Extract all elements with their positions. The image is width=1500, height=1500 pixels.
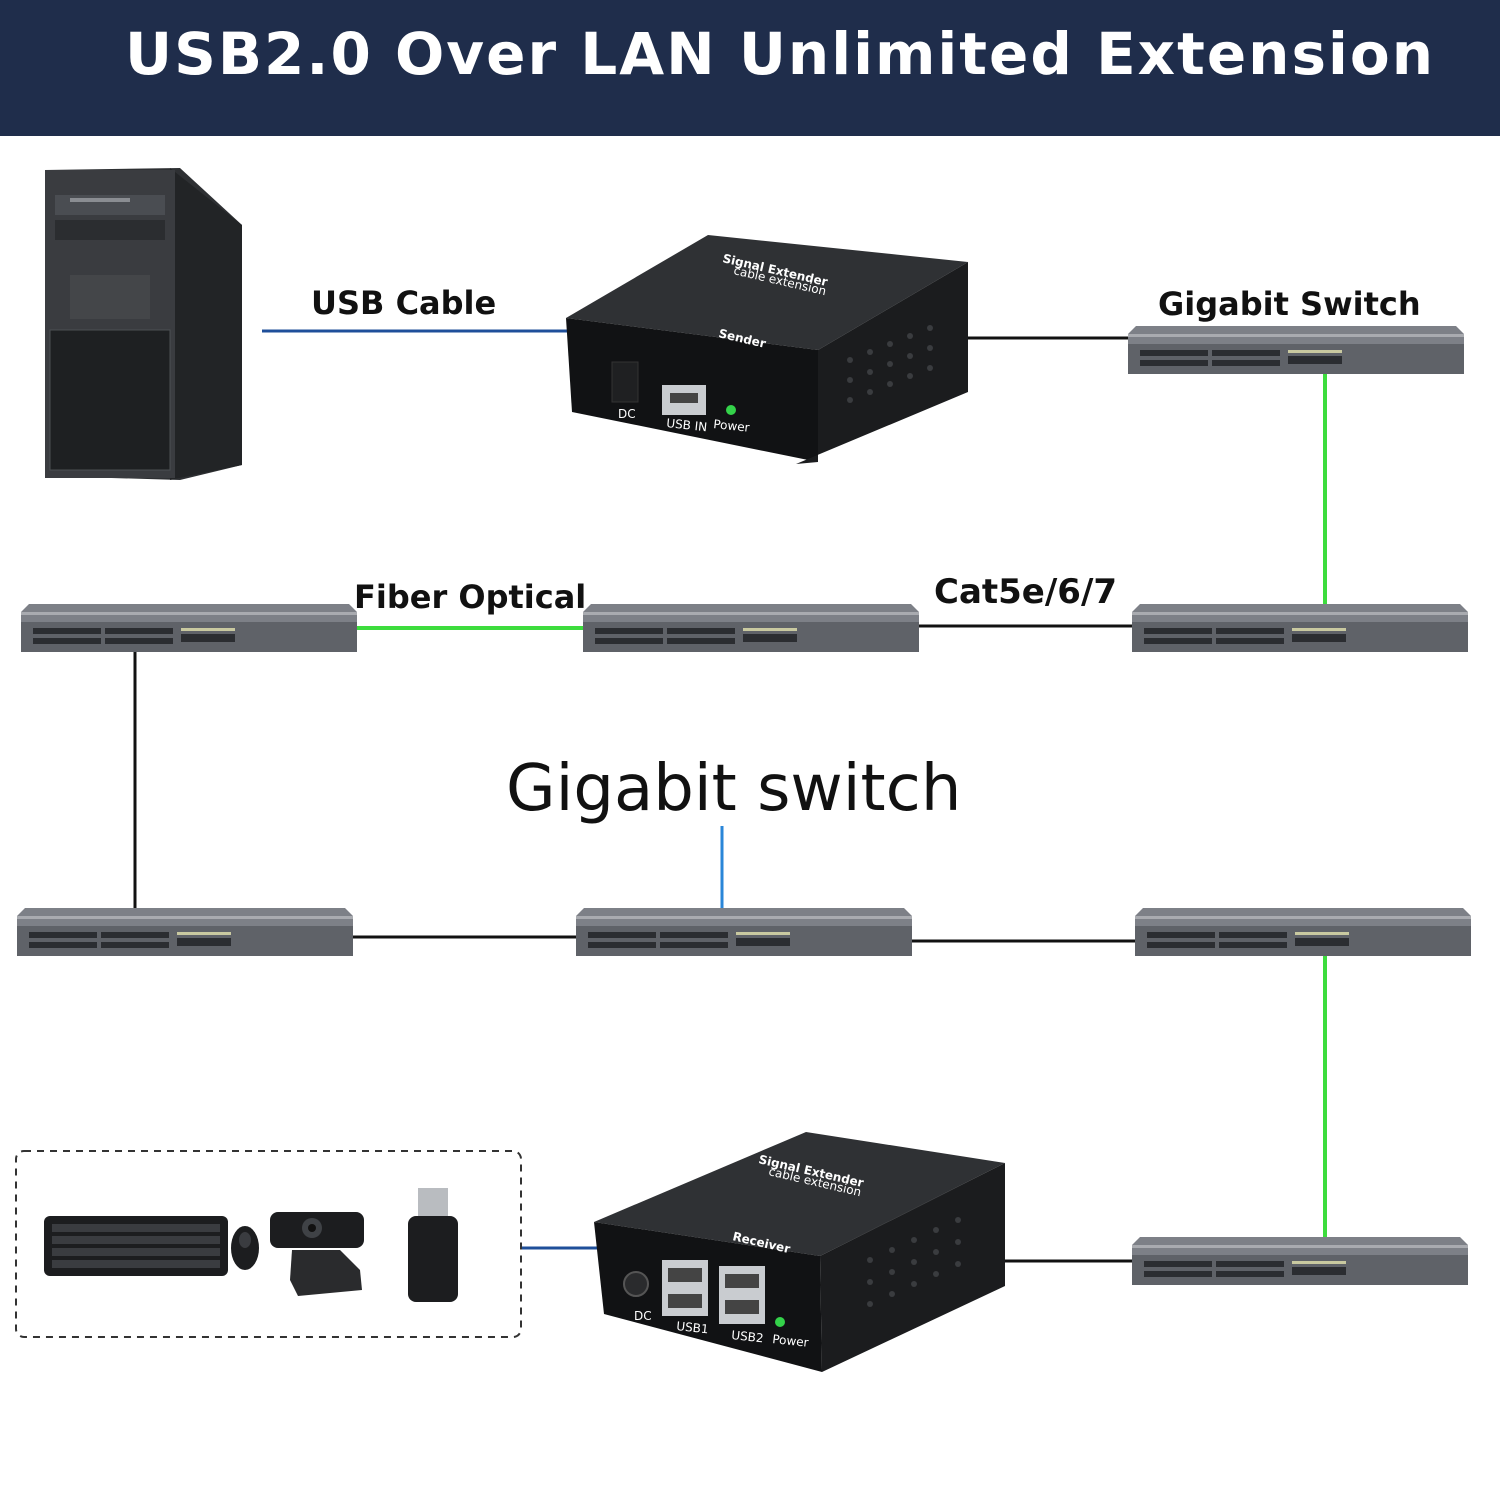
title-banner: USB2.0 Over LAN Unlimited Extension	[0, 0, 1500, 136]
switch-row2-left	[21, 604, 357, 652]
mouse-icon	[231, 1226, 259, 1270]
receiver-device: Signal Extender cable extension Receiver…	[594, 1132, 1005, 1372]
fiber-optical-label: Fiber Optical	[354, 578, 587, 616]
usb-dongle-icon	[408, 1188, 458, 1302]
switch-row2-center	[583, 604, 919, 652]
gigabit-switch-top	[1128, 326, 1464, 374]
switch-row3-right	[1135, 908, 1471, 956]
webcam-icon	[270, 1212, 364, 1296]
sender-device: Signal Extender cable extension Sender D…	[566, 235, 968, 464]
pc-tower-icon	[45, 168, 242, 480]
switch-row3-left	[17, 908, 353, 956]
receiver-port-usb1: USB1	[676, 1319, 710, 1336]
sender-port-power: Power	[713, 417, 751, 435]
gigabit-switch-top-label: Gigabit Switch	[1158, 285, 1421, 323]
sender-power-led	[726, 405, 736, 415]
peripherals-group	[15, 1150, 522, 1338]
receiver-port-dc: DC	[634, 1309, 652, 1323]
switch-row3-center	[576, 908, 912, 956]
receiver-port-power: Power	[772, 1332, 810, 1350]
switch-row2-right	[1132, 604, 1468, 652]
usb-cable-label: USB Cable	[311, 284, 497, 322]
gigabit-switch-center-label: Gigabit switch	[506, 752, 962, 826]
receiver-port-usb2: USB2	[731, 1328, 765, 1345]
page-title: USB2.0 Over LAN Unlimited Extension	[124, 20, 1435, 88]
switch-bottom	[1132, 1237, 1468, 1285]
sender-port-usb-in: USB IN	[666, 416, 708, 434]
keyboard-icon	[44, 1216, 228, 1276]
receiver-power-led	[775, 1317, 785, 1327]
sender-port-dc: DC	[618, 407, 636, 421]
cat-cable-label: Cat5e/6/7	[934, 572, 1118, 612]
